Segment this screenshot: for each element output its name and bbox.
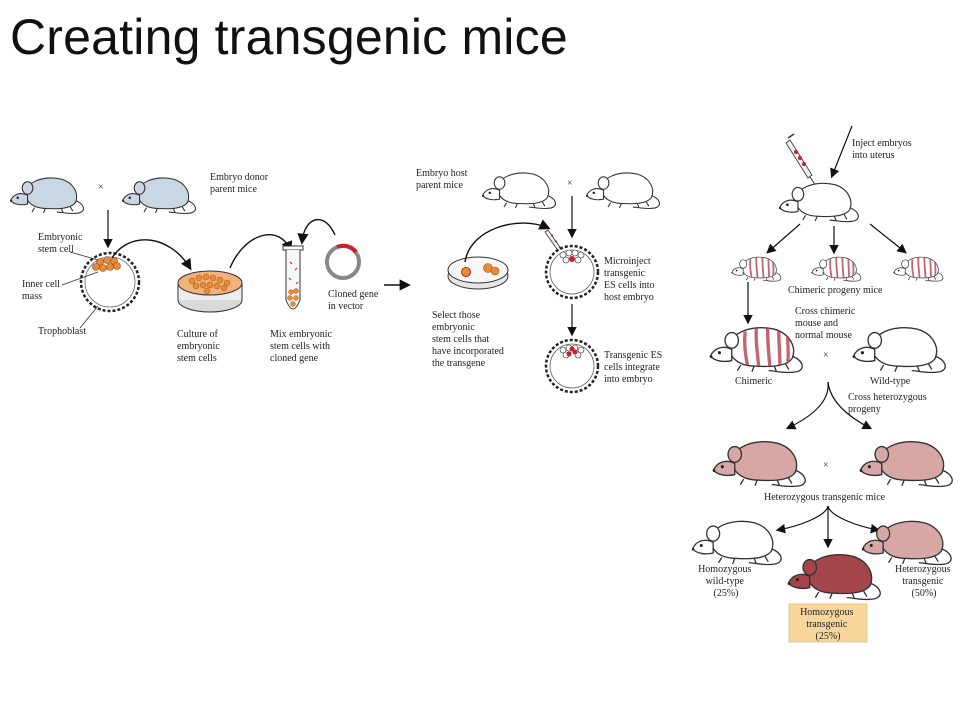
- host-blastocyst: [544, 244, 600, 300]
- wild-type-adult-mouse-icon: [851, 326, 946, 374]
- microinject-label: Microinject transgenic ES cells into hos…: [604, 256, 657, 303]
- wild-type-label: Wild-type: [870, 376, 911, 387]
- chimeric-adult-mouse: [708, 326, 803, 374]
- heterozygous-mice-label: Heterozygous transgenic mice: [764, 492, 886, 503]
- slide-title: Creating transgenic mice: [10, 9, 568, 65]
- chimeric-pup-1: [730, 256, 782, 282]
- integrate-label: Transgenic ES cells integrate into embry…: [604, 350, 665, 385]
- cross-symbol: ×: [98, 182, 104, 193]
- homozygous-transgenic-mouse-icon: [786, 553, 881, 601]
- mix-label: Mix embryonic stem cells with cloned gen…: [270, 329, 334, 364]
- homozygous-transgenic-label: Homozygous transgenic (25%): [800, 607, 856, 642]
- cross-chimeric-label: Cross chimeric mouse and normal mouse: [795, 306, 858, 341]
- plasmid-vector-icon: [325, 243, 361, 280]
- mixing-tube: [282, 245, 304, 310]
- chimeric-pup-2: [810, 256, 862, 282]
- heterozygous-transgenic-label: Heterozygous transgenic (50%): [895, 564, 953, 599]
- selection-dish: [447, 256, 509, 290]
- syringe-icon: [785, 133, 817, 187]
- host-mouse-left-icon: [481, 172, 557, 210]
- homozygous-wild-type-label: Homozygous wild-type (25%): [698, 564, 754, 599]
- chimeric-pup-3: [892, 256, 944, 282]
- heterozygous-mouse-right-icon: [858, 440, 953, 488]
- surrogate-mouse-icon: [778, 182, 859, 223]
- host-mouse-right-icon: [585, 172, 661, 210]
- homozygous-wild-type-mouse-icon: [691, 520, 782, 566]
- chimeric-progeny-label: Chimeric progeny mice: [788, 285, 883, 296]
- culture-label: Culture of embryonic stem cells: [177, 329, 222, 364]
- integrated-blastocyst: [544, 338, 600, 394]
- cloned-gene-label: Cloned gene in vector: [328, 289, 381, 312]
- embryo-host-label: Embryo host parent mice: [416, 168, 470, 191]
- homozygous-transgenic-highlight: [788, 603, 868, 643]
- trophoblast-label: Trophoblast: [38, 326, 86, 337]
- cross-heterozygous-label: Cross heterozygous progeny: [848, 392, 929, 415]
- heterozygous-mouse-left-icon: [711, 440, 806, 488]
- heterozygous-transgenic-mouse-icon: [861, 520, 952, 566]
- cross-heterozygous-symbol: ×: [823, 460, 829, 471]
- chimeric-label: Chimeric: [735, 376, 773, 387]
- host-cross-symbol: ×: [567, 178, 573, 189]
- donor-mouse-right-icon: [121, 177, 197, 215]
- embryonic-stem-cell-label: Embryonic stem cell: [38, 232, 85, 255]
- inject-embryos-label: Inject embryos into uterus: [852, 138, 914, 161]
- embryo-donor-label: Embryo donor parent mice: [210, 172, 271, 195]
- inner-cell-mass-label: Inner cell mass: [22, 279, 63, 302]
- culture-dish: [177, 270, 243, 313]
- cross-chimeric-symbol: ×: [823, 350, 829, 361]
- donor-mouse-left-icon: [9, 177, 85, 215]
- donor-blastocyst: [79, 251, 141, 313]
- select-label: Select those embryonic stem cells that h…: [432, 310, 506, 369]
